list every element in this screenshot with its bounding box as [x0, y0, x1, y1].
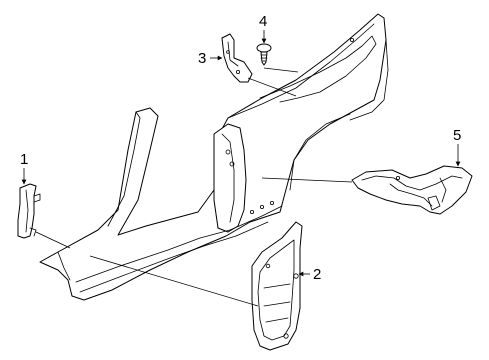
bracket-hole [235, 70, 240, 75]
rocker-hole [249, 209, 254, 214]
leader-line-1 [35, 231, 71, 249]
b-pillar-hole [229, 161, 235, 167]
callout-number-4: 4 [259, 13, 267, 30]
push-pin-clip [256, 43, 272, 66]
rocker-hole [269, 200, 274, 205]
rocker-line [75, 205, 283, 283]
callout-numbers: 1 2 3 4 5 [20, 13, 461, 283]
callout-number-2: 2 [313, 266, 321, 283]
leader-lines [35, 67, 353, 307]
bracket-fold [227, 41, 239, 67]
rocker-trim-inner [257, 239, 295, 341]
body-side-outline [39, 13, 387, 301]
bracket-body [221, 33, 253, 83]
rear-pillar-trim-tab [33, 193, 41, 203]
liner-hole [395, 175, 400, 180]
liner-pocket [427, 195, 441, 211]
rocker-trim-panel [251, 221, 303, 351]
rocker-trim-clip-hole [293, 273, 299, 279]
b-pillar [213, 123, 247, 233]
rear-pillar-trim-tab [29, 227, 37, 237]
bracket-hole [226, 50, 230, 54]
clip-ribs [260, 54, 268, 62]
a-pillar-edge [107, 111, 141, 227]
rear-pillar-trim-edge [25, 189, 29, 233]
b-pillar-inner-line [221, 133, 235, 223]
leader-line-5 [261, 177, 353, 183]
rocker-trim-rib [263, 301, 291, 307]
clip-head [256, 43, 272, 53]
callout-number-3: 3 [198, 50, 206, 67]
liner-channel [389, 183, 433, 207]
upper-mounting-bracket [221, 33, 253, 83]
quarter-window-edge [259, 35, 377, 103]
rocker-trim-clip-hole [283, 333, 289, 339]
liner-inner-edge [361, 175, 463, 191]
rocker-trim-rib [263, 283, 291, 289]
rear-pillar-trim-body [17, 183, 37, 239]
quarter-hole [349, 38, 354, 43]
leader-line-3 [247, 77, 297, 97]
front-dogleg [57, 251, 71, 281]
rocker-trim-clip-hole [265, 263, 271, 269]
b-pillar-hole [225, 149, 231, 155]
rocker-trim-rib [265, 317, 289, 323]
liner-body [351, 165, 473, 215]
clip-shank [260, 51, 268, 66]
rear-pillar-trim-panel [17, 183, 41, 239]
callout-arrows [21, 30, 461, 277]
leader-line-4 [263, 67, 299, 73]
callout-number-1: 1 [20, 151, 28, 168]
body-side-panel [39, 13, 389, 301]
rear-wheel-opening [289, 113, 351, 191]
wheel-arch-flare [349, 39, 389, 121]
liner-channel [439, 177, 447, 203]
rocker-lower-line [79, 221, 269, 293]
wheelhouse-liner [351, 165, 473, 215]
callout-number-5: 5 [453, 127, 461, 144]
leader-line-2 [89, 255, 259, 307]
rocker-hole [259, 204, 264, 209]
